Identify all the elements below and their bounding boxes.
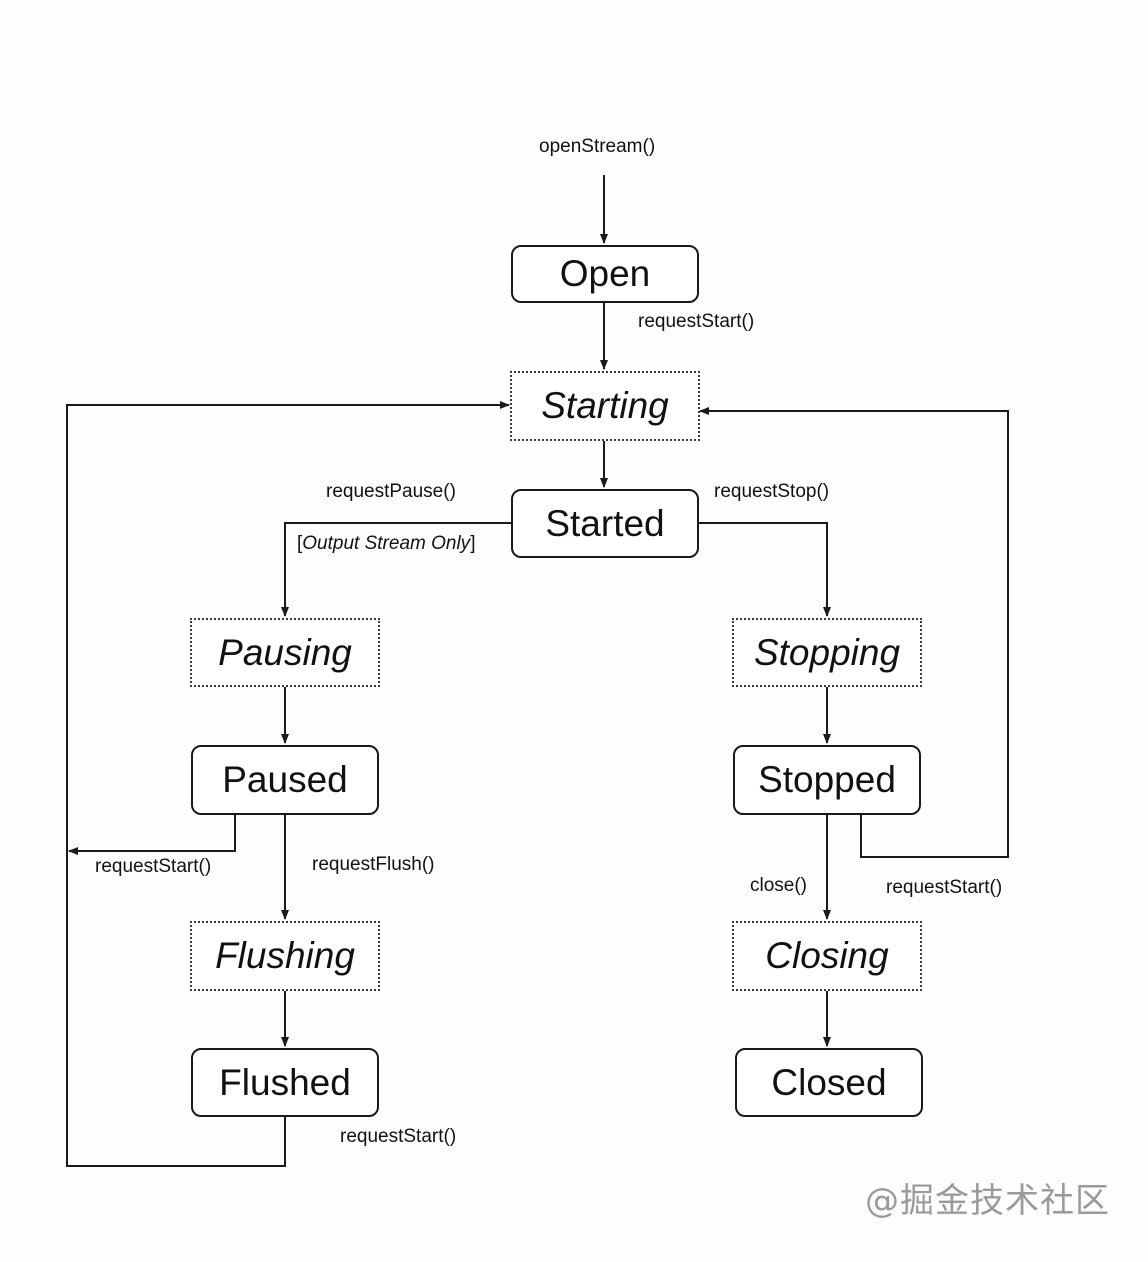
condition-bracket-close: ] [470,533,476,554]
state-paused: Paused [191,745,379,815]
state-pausing: Pausing [190,618,380,687]
label-paused-request-start: requestStart() [95,856,212,877]
arrow-flushed-to-starting [66,401,510,1167]
state-flushed: Flushed [191,1048,379,1117]
arrow-paused-to-starting [68,815,236,855]
label-request-stop: requestStop() [714,481,830,502]
label-close: close() [750,875,808,896]
label-request-flush: requestFlush() [312,854,435,875]
condition-bracket-open: [ [297,533,303,554]
state-closed: Closed [735,1048,923,1117]
state-flushing: Flushing [190,921,380,991]
state-closing: Closing [732,921,922,991]
state-open: Open [511,245,699,303]
state-stopping: Stopping [732,618,922,687]
condition-text: Output Stream Only [302,533,471,554]
label-request-pause: requestPause() [326,481,456,502]
label-stopped-request-start: requestStart() [886,877,1003,898]
label-open-request-start: requestStart() [638,311,755,332]
arrow-stopped-to-starting [699,407,1009,858]
arrow-started-to-pausing [281,522,511,617]
arrow-started-to-stopping [698,522,831,617]
label-output-stream-only: [Output Stream Only] [297,533,475,555]
state-stopped: Stopped [733,745,921,815]
state-started: Started [511,489,699,558]
state-starting: Starting [510,371,700,441]
label-flushed-request-start: requestStart() [340,1126,457,1147]
watermark: @掘金技术社区 [865,1181,1110,1221]
label-open-stream: openStream() [539,136,656,157]
